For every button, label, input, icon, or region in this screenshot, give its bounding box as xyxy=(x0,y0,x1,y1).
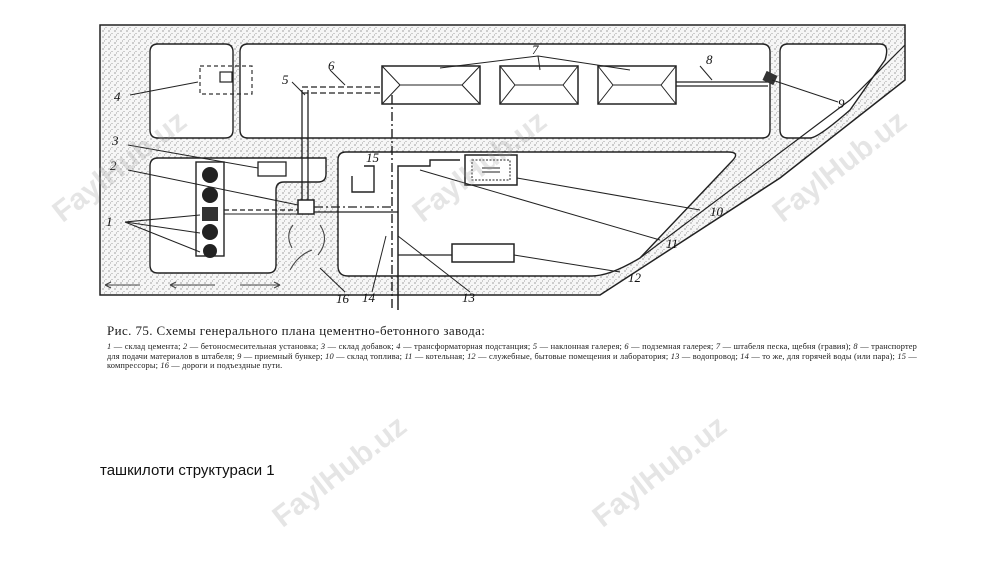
legend-text: — склад цемента; xyxy=(111,342,184,351)
legend-text: — трансформаторная подстанция; xyxy=(400,342,533,351)
label-4: 4 xyxy=(114,89,121,104)
legend-text: — склад добавок; xyxy=(325,342,397,351)
pipelines xyxy=(314,95,471,310)
legend-text: — подземная галерея; xyxy=(628,342,716,351)
slide-text: ташкилоти структураси 1 xyxy=(100,462,275,479)
label-16: 16 xyxy=(336,291,350,306)
legend-number: 2 xyxy=(183,342,188,351)
fuel-store xyxy=(464,154,701,211)
legend-text: — бетоносмесительная установка; xyxy=(187,342,321,351)
stockpiles xyxy=(381,55,677,105)
legend-number: 7 xyxy=(715,342,721,351)
legend-text: — котельная; xyxy=(412,351,468,361)
label-14: 14 xyxy=(362,290,376,305)
legend-number: 1 xyxy=(107,342,112,351)
legend-number: 6 xyxy=(624,342,629,351)
label-5: 5 xyxy=(282,72,289,87)
caption-legend: 1 — склад цемента; 2 — бетоносмесительна… xyxy=(107,342,917,371)
legend-number: 13 xyxy=(670,351,680,361)
legend-text: — дороги и подъездные пути. xyxy=(169,361,283,371)
legend-number: 11 xyxy=(404,351,413,361)
legend-number: 16 xyxy=(160,361,170,371)
label-2: 2 xyxy=(110,158,117,173)
legend-number: 9 xyxy=(237,351,242,361)
legend-text: — то же, для горячей воды (или пара); xyxy=(748,351,898,361)
label-10: 10 xyxy=(710,204,724,219)
legend-number: 15 xyxy=(897,351,907,361)
label-9: 9 xyxy=(838,96,845,111)
underground-gallery xyxy=(302,69,382,94)
legend-text: — компрессоры; xyxy=(107,351,917,371)
receiving-hopper xyxy=(762,70,839,103)
cement-silos xyxy=(124,161,225,258)
label-11: 11 xyxy=(666,236,678,251)
label-3: 3 xyxy=(111,133,119,148)
transformer-substation xyxy=(129,65,253,96)
caption-title: Рис. 75. Схемы генерального плана цемент… xyxy=(107,323,486,338)
additives-store xyxy=(257,161,287,177)
boiler-house xyxy=(397,159,661,241)
legend-text: — транспортер для подачи материалов в шт… xyxy=(107,342,917,361)
legend-text: — штабеля песка, щебня (гравия); xyxy=(720,342,854,351)
legend-text: — наклонная галерея; xyxy=(537,342,625,351)
conveyor xyxy=(676,65,768,87)
legend-number: 10 xyxy=(325,351,334,361)
label-7: 7 xyxy=(532,42,539,57)
label-6: 6 xyxy=(328,58,335,73)
legend-number: 14 xyxy=(740,351,749,361)
legend-number: 12 xyxy=(467,351,476,361)
legend-number: 5 xyxy=(532,342,538,351)
label-13: 13 xyxy=(462,290,476,305)
compressors xyxy=(351,165,375,193)
legend-text: — склад топлива; xyxy=(333,351,405,361)
label-15: 15 xyxy=(366,150,380,165)
legend-number: 3 xyxy=(320,342,326,351)
legend-number: 8 xyxy=(853,342,858,351)
mixing-plant xyxy=(297,199,315,215)
figure-caption: Рис. 75. Схемы генерального плана цемент… xyxy=(107,323,917,371)
label-12: 12 xyxy=(628,270,642,285)
legend-text: — приемный бункер; xyxy=(241,351,326,361)
legend-text: — служебные, бытовые помещения и лаборат… xyxy=(475,351,671,361)
legend-number: 4 xyxy=(396,342,401,351)
service-buildings xyxy=(451,243,621,273)
label-1: 1 xyxy=(106,214,113,229)
label-8: 8 xyxy=(706,52,713,67)
legend-text: — водопровод; xyxy=(679,351,741,361)
